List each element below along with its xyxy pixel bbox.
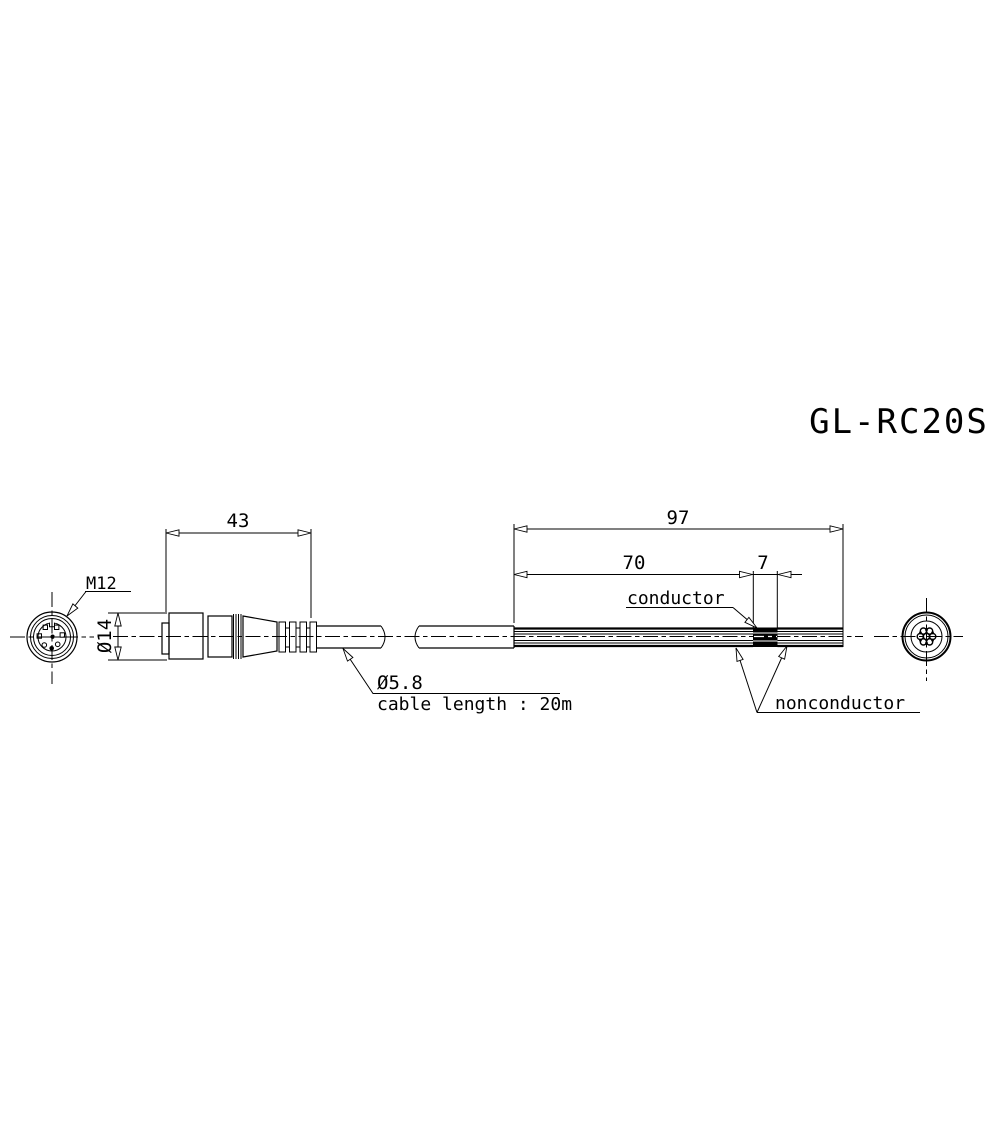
wire-cluster: [916, 627, 937, 646]
cable-note-callout: Ø5.8 cable length : 20m: [342, 648, 572, 715]
wire-bundle-left: [514, 627, 753, 648]
cable-diameter-text: Ø5.8: [377, 672, 423, 694]
leader-arrow: [744, 616, 758, 629]
leader-arrow: [342, 648, 354, 662]
dimension-7: 7: [757, 552, 792, 579]
conductor-callout: conductor: [626, 588, 758, 629]
dim-43-text: 43: [227, 510, 250, 532]
dimension-97: 97: [513, 507, 844, 647]
dimension-43: 43: [165, 510, 312, 618]
connector-face-view: M12: [10, 574, 131, 684]
dim-97-text: 97: [667, 507, 690, 529]
conductor-label: conductor: [627, 588, 725, 609]
wire-bundle-right: [777, 627, 843, 648]
leader-arrow: [66, 603, 79, 617]
m12-callout: M12: [66, 574, 131, 617]
dim-dia14-text: Ø14: [94, 619, 116, 653]
dimension-70: 70: [513, 552, 802, 628]
dim-7-text: 7: [757, 552, 768, 574]
conductor-section: [753, 627, 778, 647]
dimension-dia14: Ø14: [94, 612, 167, 661]
leader-arrow: [777, 645, 788, 660]
cable-length-text: cable length : 20m: [377, 694, 572, 715]
connector-pins: [36, 624, 65, 651]
nonconductor-callout: nonconductor: [735, 645, 920, 714]
leader-arrow: [735, 647, 744, 663]
cable-cross-section-view: [874, 598, 963, 681]
stripped-cable-view: [514, 627, 843, 648]
part-number-label: GL-RC20S: [809, 402, 989, 442]
m12-label: M12: [86, 574, 117, 594]
nonconductor-label: nonconductor: [775, 693, 905, 714]
dim-70-text: 70: [623, 552, 646, 574]
